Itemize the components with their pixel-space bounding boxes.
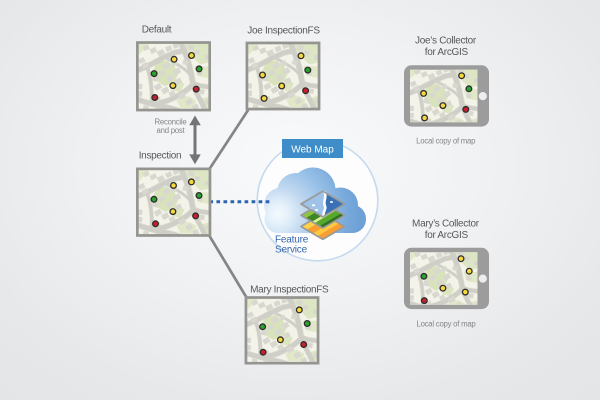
svg-text:for ArcGIS: for ArcGIS (425, 47, 469, 58)
svg-text:for ArcGIS: for ArcGIS (425, 230, 469, 241)
svg-text:Default: Default (142, 25, 172, 36)
svg-text:Joe InspectionFS: Joe InspectionFS (247, 26, 320, 37)
svg-text:Local copy of map: Local copy of map (416, 137, 476, 146)
svg-text:Reconcile: Reconcile (155, 118, 187, 127)
svg-text:Feature: Feature (275, 235, 309, 246)
svg-text:Mary InspectionFS: Mary InspectionFS (250, 285, 329, 296)
svg-text:Local copy of map: Local copy of map (416, 320, 476, 329)
svg-text:Web Map: Web Map (291, 145, 334, 156)
svg-text:Joe’s Collector: Joe’s Collector (415, 36, 477, 47)
svg-text:Mary’s Collector: Mary’s Collector (412, 219, 480, 230)
svg-text:Inspection: Inspection (139, 151, 182, 162)
svg-text:Service: Service (275, 245, 308, 256)
svg-text:and post: and post (157, 126, 186, 135)
